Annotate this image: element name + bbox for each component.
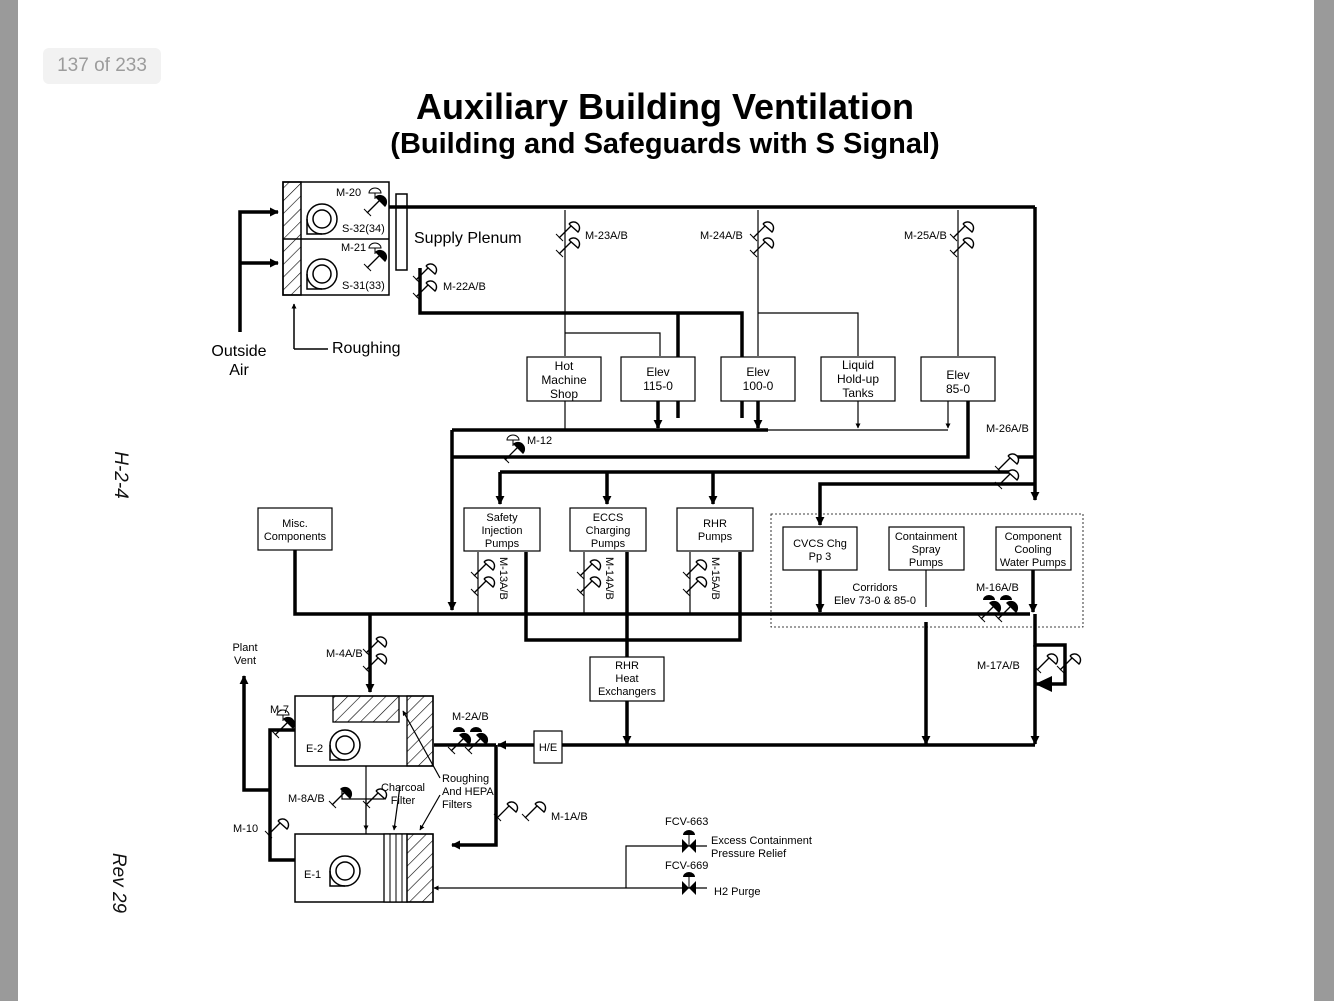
supply-fan-housing bbox=[282, 181, 408, 296]
damper-m26-label: M-26A/B bbox=[986, 423, 1029, 435]
exhaust-internal-ducts bbox=[341, 710, 626, 891]
damper-m25-icon bbox=[949, 221, 975, 258]
damper-m2-label: M-2A/B bbox=[452, 711, 489, 723]
svg-text:Misc.Components: Misc.Components bbox=[264, 518, 327, 543]
area-misc-components: Misc.Components bbox=[257, 507, 333, 551]
h2-purge-label: H2 Purge bbox=[714, 886, 760, 898]
damper-m24-icon bbox=[749, 221, 775, 258]
damper-m4-icon bbox=[362, 636, 388, 674]
damper-m13-label: M-13A/B bbox=[497, 557, 509, 600]
diagram-subtitle: (Building and Safeguards with S Signal) bbox=[390, 128, 940, 160]
damper-m20-icon bbox=[363, 187, 388, 217]
supply-air-intake bbox=[238, 207, 328, 350]
roughing-label: Roughing bbox=[332, 340, 401, 357]
damper-m15-label: M-15A/B bbox=[709, 557, 721, 600]
damper-m12-icon bbox=[501, 434, 526, 464]
exhaust-fan-e1-label: E-1 bbox=[304, 869, 321, 881]
damper-m17-icon bbox=[1033, 653, 1082, 674]
damper-m1-icon bbox=[493, 801, 547, 822]
damper-m22-icon bbox=[412, 263, 438, 301]
exhaust-filter-housing bbox=[294, 695, 434, 903]
damper-m14-icon bbox=[576, 559, 602, 597]
supply-plenum-label: Supply Plenum bbox=[414, 230, 522, 247]
document-page: 137 of 233 Auxiliary Building Ventilatio… bbox=[18, 0, 1314, 1001]
damper-m8-icon bbox=[328, 786, 388, 809]
supply-fan-s32-label: S-32(34) bbox=[342, 223, 385, 235]
damper-m16-icon bbox=[977, 595, 1019, 623]
diagram-title: Auxiliary Building Ventilation bbox=[415, 86, 915, 127]
damper-m10-label: M-10 bbox=[233, 823, 258, 835]
damper-m8-label: M-8A/B bbox=[288, 793, 325, 805]
valve-fcv663-icon bbox=[682, 830, 696, 853]
exhaust-trunk-ducts bbox=[239, 614, 498, 862]
damper-m13-icon bbox=[470, 559, 496, 597]
lower-exhaust-ducts bbox=[293, 550, 1067, 750]
damper-m12-label: M-12 bbox=[527, 435, 552, 447]
damper-m25-label: M-25A/B bbox=[904, 230, 947, 242]
damper-m7-label: M-7 bbox=[270, 704, 289, 716]
damper-m1-label: M-1A/B bbox=[551, 811, 588, 823]
page-counter-badge: 137 of 233 bbox=[43, 48, 161, 84]
valve-fcv669-label: FCV-669 bbox=[665, 860, 708, 872]
damper-m22-label: M-22A/B bbox=[443, 281, 486, 293]
upper-exhaust-ducts bbox=[447, 401, 1035, 611]
damper-m21-label: M-21 bbox=[341, 242, 366, 254]
valve-fcv669-icon bbox=[682, 872, 696, 895]
valve-fcv663-label: FCV-663 bbox=[665, 816, 708, 828]
damper-m24-label: M-24A/B bbox=[700, 230, 743, 242]
ccw-return-arrow bbox=[1035, 676, 1052, 692]
damper-m2-icon bbox=[447, 727, 489, 755]
damper-m23-icon bbox=[555, 221, 581, 258]
damper-m23-label: M-23A/B bbox=[585, 230, 628, 242]
damper-m4-label: M-4A/B bbox=[326, 648, 363, 660]
damper-m7-icon bbox=[271, 709, 296, 739]
damper-m16-label: M-16A/B bbox=[976, 582, 1019, 594]
damper-m20-label: M-20 bbox=[336, 187, 361, 199]
damper-m14-label: M-14A/B bbox=[603, 557, 615, 600]
damper-m15-icon bbox=[682, 559, 708, 597]
supply-fan-s31-label: S-31(33) bbox=[342, 280, 385, 292]
damper-m21-icon bbox=[363, 242, 388, 272]
svg-text:H/E: H/E bbox=[539, 742, 557, 754]
damper-m17-label: M-17A/B bbox=[977, 660, 1020, 672]
he-heat-exchanger-box: H/E bbox=[533, 730, 563, 764]
exhaust-fan-e2-label: E-2 bbox=[306, 743, 323, 755]
